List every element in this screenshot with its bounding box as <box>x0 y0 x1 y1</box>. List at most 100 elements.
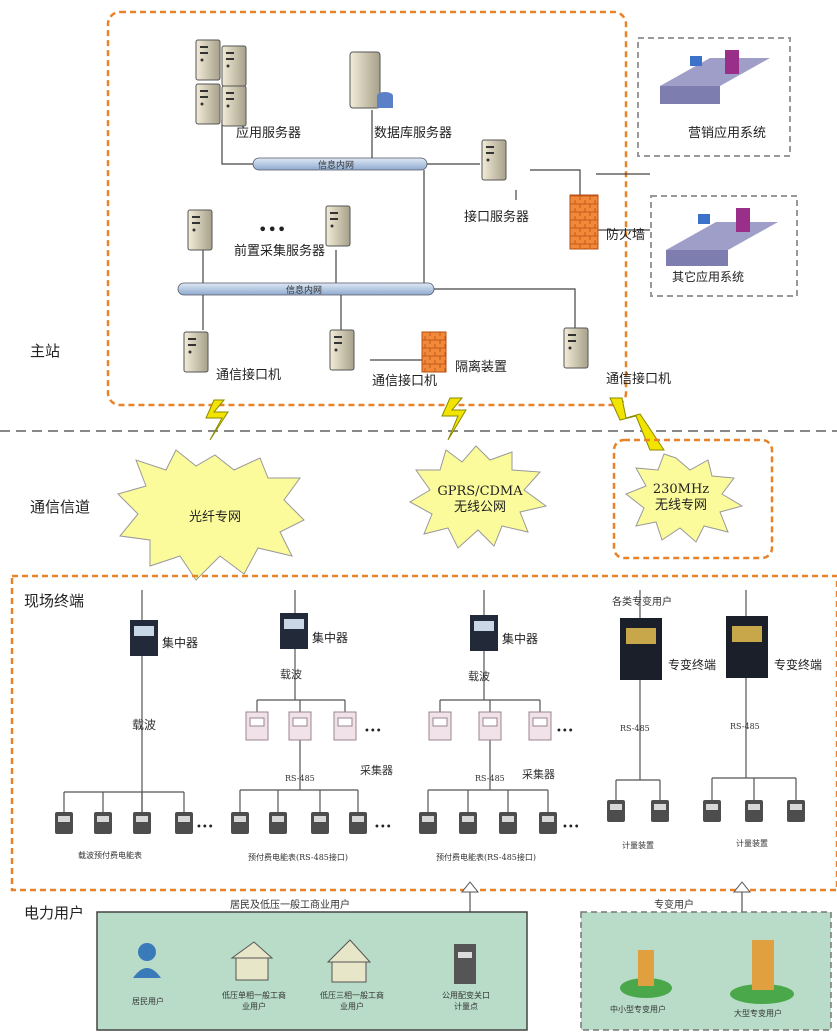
single-phase-label: 低压单相一般工商业用户 <box>222 991 286 1011</box>
gprs-line2: 无线公网 <box>453 500 506 515</box>
meter-icon <box>133 812 151 834</box>
carrier-label-2: 载波 <box>280 668 302 681</box>
meter-ellipsis-3: ••• <box>562 822 580 833</box>
firewall-label: 防火墙 <box>606 228 646 243</box>
meter-icon <box>349 812 367 834</box>
mhz-network-burst <box>625 453 744 543</box>
meter-icon <box>787 800 805 822</box>
comm-server-icon-3 <box>563 327 589 369</box>
concentrator-icon-3 <box>470 615 498 651</box>
firewall-icon <box>569 194 599 250</box>
meter-icon <box>607 800 625 822</box>
meter-icon <box>499 812 517 834</box>
meter-icon <box>269 812 287 834</box>
meter-icon <box>231 812 249 834</box>
rs485-label-4: RS-485 <box>730 722 760 731</box>
collector-label-1: 采集器 <box>360 764 393 777</box>
carrier-label-1: 载波 <box>132 718 157 732</box>
gprs-line1: GPRS/CDMA <box>437 484 523 499</box>
db-server-label: 数据库服务器 <box>374 126 453 141</box>
interface-server-label: 接口服务器 <box>464 210 530 225</box>
low-voltage-group-label: 居民及低压一般工商业用户 <box>230 900 350 911</box>
marketing-system-label: 营销应用系统 <box>688 126 767 141</box>
gprs-network-label: GPRS/CDMA 无线公网 <box>432 484 528 516</box>
lightning-icon-2 <box>441 397 467 441</box>
marketing-system-box <box>637 37 791 157</box>
app-server-label: 应用服务器 <box>236 126 302 141</box>
mhz-line2: 无线专网 <box>654 498 707 513</box>
mhz-network-box <box>612 438 774 560</box>
meters-label-3: 预付费电能表(RS-485接口) <box>436 853 537 862</box>
section-field-terminal: 现场终端 <box>24 592 85 610</box>
meter-icon <box>55 812 73 834</box>
bus-mid-label: 信息内网 <box>286 286 323 296</box>
meter-icon <box>539 812 557 834</box>
comm-interface-label-1: 通信接口机 <box>216 368 282 383</box>
collector-icon <box>478 711 502 741</box>
comm-server-icon-1 <box>183 331 209 373</box>
collector-ellipsis-1: ••• <box>364 726 382 737</box>
isolator-label: 隔离装置 <box>455 360 508 375</box>
comm-server-icon-2 <box>329 329 355 371</box>
comm-interface-label-3: 通信接口机 <box>606 372 672 387</box>
fiber-network-label: 光纤专网 <box>188 510 241 525</box>
meter-icon <box>651 800 669 822</box>
meter-icon <box>703 800 721 822</box>
meter-icon <box>311 812 329 834</box>
other-system-icon <box>666 208 778 266</box>
connection-lines <box>202 110 650 361</box>
app-server-icon <box>195 39 247 127</box>
carrier-label-3: 载波 <box>468 670 490 683</box>
collector-icon <box>288 711 312 741</box>
single-phase-user-icon <box>230 941 274 981</box>
concentrator-label-2: 集中器 <box>312 631 349 645</box>
field-tree-lines <box>63 590 797 916</box>
resident-label: 居民用户 <box>132 997 164 1006</box>
special-users-label: 各类专变用户 <box>612 597 672 608</box>
meter-icon <box>745 800 763 822</box>
three-phase-label: 低压三相一般工商业用户 <box>320 991 384 1011</box>
collector-label-2: 采集器 <box>522 768 555 781</box>
small-special-label: 中小型专变用户 <box>610 1005 666 1014</box>
bus-top-label: 信息内网 <box>318 161 355 171</box>
meter-ellipsis-2: ••• <box>374 822 392 833</box>
meters-label-1: 载波预付费电能表 <box>78 851 142 860</box>
collect-server-icon-1 <box>187 209 213 251</box>
public-transformer-icon <box>454 944 476 984</box>
rs485-label-1: RS-485 <box>285 774 315 783</box>
rs485-label-2: RS-485 <box>475 774 505 783</box>
special-terminal-icon-2 <box>726 616 768 678</box>
small-special-user-icon <box>620 950 672 998</box>
concentrator-label-3: 集中器 <box>502 632 539 646</box>
collector-icon <box>528 711 552 741</box>
dots-label: ••• <box>258 220 287 239</box>
collector-icon <box>245 711 269 741</box>
fiber-network-burst <box>117 449 305 581</box>
mhz-network-label: 230MHz 无线专网 <box>646 482 716 514</box>
collector-icon <box>333 711 357 741</box>
meter-icon <box>419 812 437 834</box>
meter-icon <box>459 812 477 834</box>
special-terminal-icon-1 <box>620 618 662 680</box>
lightning-icon-1 <box>205 399 229 441</box>
up-arrow-icon <box>460 881 480 893</box>
other-system-label: 其它应用系统 <box>672 270 745 284</box>
collector-icon <box>428 711 452 741</box>
special-users-box <box>580 911 832 1031</box>
up-arrow-icon <box>732 881 752 893</box>
three-phase-user-icon <box>326 939 372 983</box>
resident-user-icon <box>133 943 161 978</box>
lightning-icon-3 <box>609 397 665 451</box>
section-comm-channel: 通信信道 <box>30 498 91 516</box>
interface-server-icon <box>481 139 507 181</box>
meter-icon <box>94 812 112 834</box>
mhz-line1: 230MHz <box>652 482 710 497</box>
special-terminal-label-1: 专变终端 <box>668 658 717 672</box>
meter-icon <box>175 812 193 834</box>
collect-server-label: 前置采集服务器 <box>234 244 326 259</box>
isolator-icon <box>421 331 447 373</box>
comm-interface-label-2: 通信接口机 <box>372 374 438 389</box>
meter-ellipsis-1: ••• <box>196 822 214 833</box>
public-transformer-label: 公用配变关口计量点 <box>442 991 490 1011</box>
